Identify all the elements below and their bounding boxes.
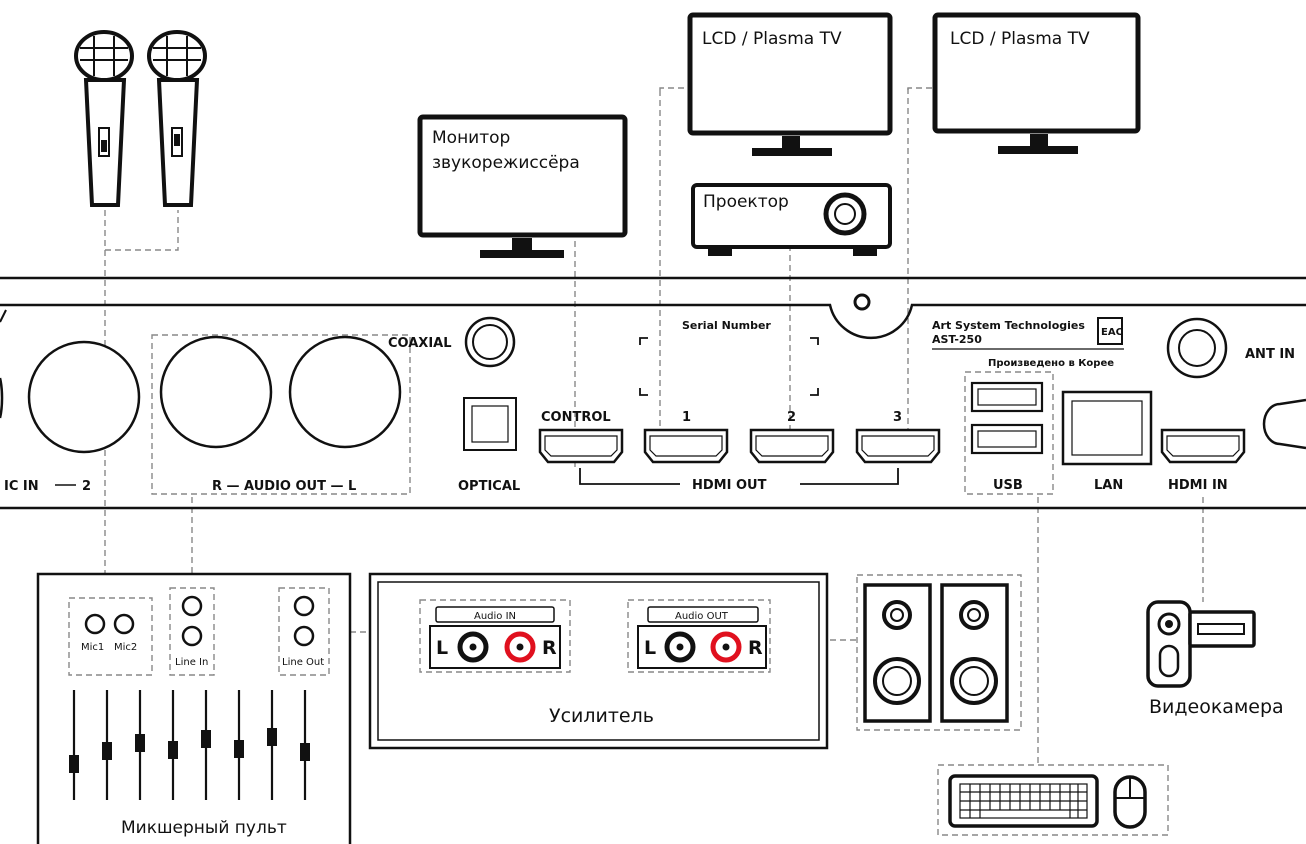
amplifier-label: Усилитель xyxy=(549,705,654,727)
optical-label: OPTICAL xyxy=(458,479,520,494)
hdmi-2-label: 2 xyxy=(787,410,796,425)
fader-6 xyxy=(234,690,244,800)
audio-out-left-label: L xyxy=(644,637,656,659)
monitor-label-line2: звукорежиссёра xyxy=(432,153,580,173)
audio-in-right-label: R xyxy=(542,637,557,659)
serial-number-label: Serial Number xyxy=(682,319,771,332)
speakers-icon xyxy=(856,574,1022,731)
audio-in-label: Audio IN xyxy=(474,611,516,622)
made-in-label: Произведено в Корее xyxy=(988,358,1114,369)
audio-out-amp-label: Audio OUT xyxy=(675,611,729,622)
fader-2 xyxy=(102,690,112,800)
hdmi-in-label: HDMI IN xyxy=(1168,478,1228,493)
audio-out-label: R — AUDIO OUT — L xyxy=(212,479,356,494)
fader-7 xyxy=(267,690,277,800)
fader-1 xyxy=(69,690,79,800)
audio-out-right-label: R xyxy=(748,637,763,659)
tv-1: LCD / Plasma TV xyxy=(687,12,893,156)
ant-in-label: ANT IN xyxy=(1245,347,1295,362)
model-label: AST-250 xyxy=(932,333,982,346)
hdmi-1-label: 1 xyxy=(682,410,691,425)
tv-2-label: LCD / Plasma TV xyxy=(950,29,1090,49)
coaxial-label: COAXIAL xyxy=(388,336,452,351)
usb-label: USB xyxy=(993,478,1023,493)
camcorder-label: Видеокамера xyxy=(1149,696,1284,718)
mic-in-number: 2 xyxy=(82,479,91,494)
microphone-1-icon xyxy=(74,30,134,207)
line-out-label: Line Out xyxy=(282,657,324,668)
amplifier: Audio IN L R Audio OUT L R Усилитель xyxy=(368,572,829,750)
mixer-label: Микшерный пульт xyxy=(121,818,287,838)
mic1-label: Mic1 xyxy=(81,642,104,653)
hdmi-port-2 xyxy=(749,428,835,464)
hdmi-port-3 xyxy=(855,428,941,464)
mixer-console: Mic1 Mic2 Line In Line Out Микшерный пул… xyxy=(36,572,352,844)
lan-label: LAN xyxy=(1094,478,1123,493)
fader-3 xyxy=(135,690,145,800)
line-in-label: Line In xyxy=(175,657,208,668)
hdmi-3-label: 3 xyxy=(893,410,902,425)
tv-2: LCD / Plasma TV xyxy=(932,12,1141,154)
projector: Проектор xyxy=(691,183,892,256)
camcorder-icon: Видеокамера xyxy=(1146,600,1284,718)
rear-panel: IC IN 2 R — AUDIO OUT — L COAXIAL OPTICA… xyxy=(0,276,1306,510)
fader-8 xyxy=(300,690,310,800)
brand-label: Art System Technologies xyxy=(932,319,1085,332)
fader-4 xyxy=(168,690,178,800)
projector-label: Проектор xyxy=(703,192,789,212)
eac-mark: EAC xyxy=(1101,327,1123,338)
mic-in-label: IC IN xyxy=(4,479,39,494)
audio-in-left-label: L xyxy=(436,637,448,659)
hdmi-port-1 xyxy=(643,428,729,464)
microphone-2-icon xyxy=(147,30,207,207)
hdmi-port-control xyxy=(538,428,624,464)
fader-5 xyxy=(201,690,211,800)
tv-1-label: LCD / Plasma TV xyxy=(702,29,842,49)
mic2-label: Mic2 xyxy=(114,642,137,653)
monitor-label-line1: Монитор xyxy=(432,128,510,148)
keyboard-mouse xyxy=(937,764,1169,836)
hdmi-out-label: HDMI OUT xyxy=(692,478,767,493)
hdmi-control-label: CONTROL xyxy=(541,410,611,425)
sound-engineer-monitor: Монитор звукорежиссёра xyxy=(417,114,628,258)
